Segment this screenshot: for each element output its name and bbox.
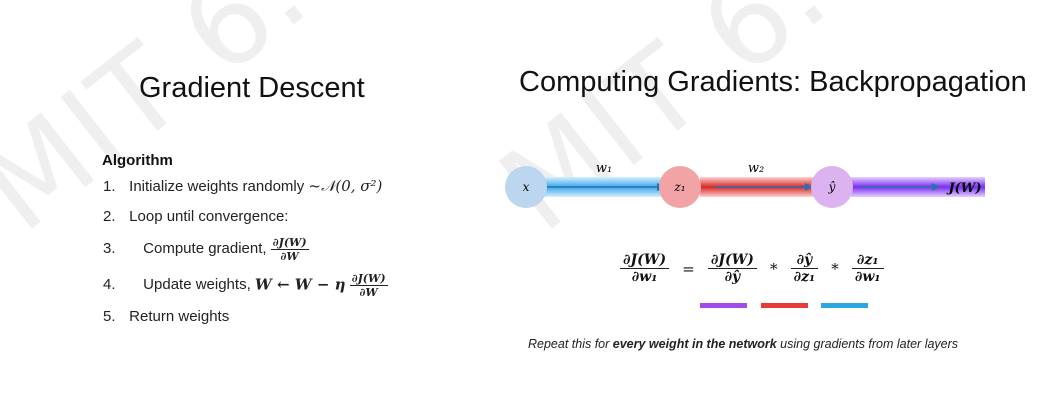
update-rule-math: W ← W − η: [254, 275, 346, 294]
step-text: Compute gradient,: [143, 240, 267, 258]
step-3: 3. Compute gradient, ∂J(W) ∂W: [103, 236, 309, 263]
left-panel: MIT 6.S191 Gradient Descent Algorithm 1.…: [0, 0, 575, 418]
chain-rule-equation: ∂J(W) ∂w₁ = ∂J(W) ∂ŷ * ∂ŷ ∂z₁ * ∂z₁ ∂w₁: [620, 252, 884, 285]
fraction-numerator: ∂ŷ: [790, 252, 819, 269]
times-sign: *: [831, 259, 839, 278]
step-2: 2. Loop until convergence:: [103, 208, 288, 225]
algorithm-heading: Algorithm: [102, 152, 173, 169]
loss-label: J(W): [945, 181, 981, 196]
term-1-underline: [700, 303, 747, 308]
gradient-fraction: ∂J(W) ∂W: [349, 272, 388, 299]
footnote-post: using gradients from later layers: [776, 337, 959, 351]
fraction-numerator: ∂J(W): [270, 236, 309, 250]
fraction-denominator: ∂ŷ: [724, 269, 741, 285]
arrowhead-icon: [932, 183, 940, 191]
fraction-denominator: ∂z₁: [793, 269, 816, 285]
left-title: Gradient Descent: [139, 72, 365, 104]
right-panel: MIT 6.S191 Computing Gradients: Backprop…: [475, 0, 1061, 418]
step-math: ~𝒩(0, σ²): [308, 177, 383, 195]
step-number: 5.: [103, 308, 116, 325]
arrowhead-icon: [805, 183, 813, 191]
fraction-numerator: ∂J(W): [349, 272, 388, 286]
node-yhat-label: ŷ: [828, 180, 836, 194]
footnote-pre: Repeat this for: [528, 337, 613, 351]
node-yhat: [811, 166, 853, 208]
footnote-bold: every weight in the network: [612, 337, 777, 351]
step-text: Loop until convergence:: [129, 208, 289, 225]
step-5: 5. Return weights: [103, 308, 229, 325]
node-x: [505, 166, 547, 208]
step-text: Return weights: [129, 308, 230, 325]
fraction-denominator: ∂W: [359, 286, 378, 299]
lhs-fraction: ∂J(W) ∂w₁: [620, 252, 670, 285]
footnote: Repeat this for every weight in the netw…: [528, 337, 958, 351]
node-x-label: x: [523, 180, 530, 194]
term-3-fraction: ∂z₁ ∂w₁: [851, 252, 884, 285]
node-z1-label: z₁: [673, 180, 685, 194]
step-number: 1.: [103, 178, 116, 195]
equals-sign: =: [682, 259, 695, 278]
term-2-underline: [761, 303, 808, 308]
fraction-denominator: ∂W: [280, 250, 299, 263]
fraction-numerator: ∂J(W): [620, 252, 670, 269]
term-2-fraction: ∂ŷ ∂z₁: [790, 252, 819, 285]
step-number: 4.: [103, 276, 116, 294]
fraction-denominator: ∂w₁: [631, 269, 658, 285]
step-text: Initialize weights randomly: [129, 178, 305, 195]
node-z1: [659, 166, 701, 208]
backprop-network-diagram: x z₁ ŷ w₁ w₂ J(W): [505, 161, 985, 208]
edge-w1-label: w₁: [596, 161, 612, 176]
fraction-numerator: ∂J(W): [707, 252, 757, 269]
step-1: 1. Initialize weights randomly ~𝒩(0, σ²): [103, 177, 382, 195]
edge-w2-label: w₂: [748, 161, 764, 176]
fraction-denominator: ∂w₁: [854, 269, 881, 285]
step-text: Update weights,: [143, 276, 251, 294]
gradient-fraction: ∂J(W) ∂W: [270, 236, 309, 263]
step-number: 3.: [103, 240, 116, 258]
term-1-fraction: ∂J(W) ∂ŷ: [707, 252, 757, 285]
fraction-numerator: ∂z₁: [851, 252, 884, 269]
step-4: 4. Update weights, W ← W − η ∂J(W) ∂W: [103, 272, 388, 299]
step-number: 2.: [103, 208, 116, 225]
right-title: Computing Gradients: Backpropagation: [519, 66, 1027, 98]
term-3-underline: [821, 303, 868, 308]
times-sign: *: [770, 259, 778, 278]
